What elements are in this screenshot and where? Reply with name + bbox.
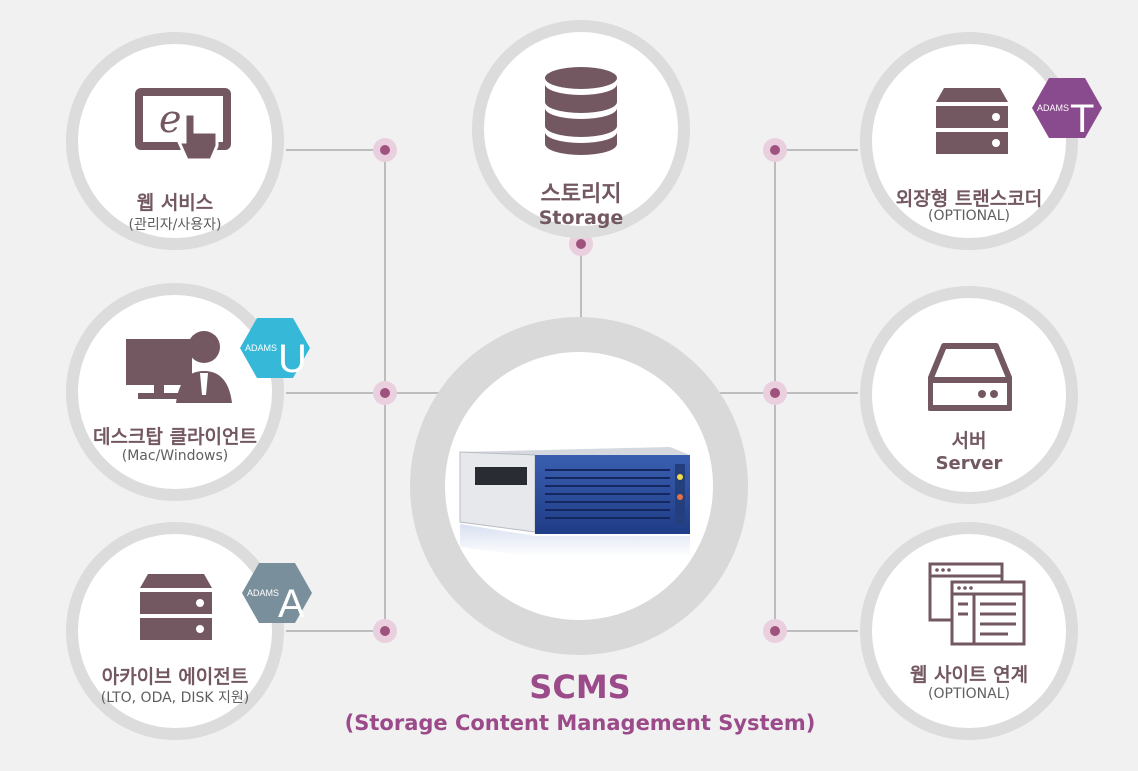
badge-brand: ADAMS: [245, 343, 277, 353]
browser-windows-icon: [928, 562, 1026, 646]
rack-server-image: [459, 447, 690, 557]
svg-text:e: e: [159, 97, 182, 141]
badge-brand: ADAMS: [1037, 103, 1069, 113]
server-stack-icon: [140, 574, 212, 640]
adams-u-badge: ADAMS U: [240, 318, 310, 380]
node-title: 외장형 트랜스코더: [895, 188, 1043, 210]
node-title: 스토리지: [540, 182, 622, 207]
node-subtitle: (OPTIONAL): [928, 686, 1010, 702]
node-subtitle: (Mac/Windows): [121, 448, 229, 464]
adams-t-badge: ADAMS T: [1032, 78, 1102, 140]
node-archive-agent: 아카이브 에이전트 (LTO, ODA, DISK 지원): [66, 522, 284, 740]
node-subtitle: Server: [935, 453, 1003, 474]
node-web-site: 웹 사이트 연계 (OPTIONAL): [860, 522, 1078, 740]
node-subtitle: Storage: [538, 207, 624, 229]
badge-letter: T: [1070, 97, 1094, 140]
adams-a-badge: ADAMS A: [242, 563, 312, 625]
node-transcoder: 외장형 트랜스코더 (OPTIONAL): [860, 32, 1078, 250]
node-server: 서버 Server: [860, 286, 1078, 504]
connector-dots: [373, 138, 787, 643]
database-icon: [545, 67, 617, 155]
scms-subtitle: (Storage Content Management System): [344, 711, 816, 735]
center-server-circle: [445, 352, 713, 620]
desktop-user-icon: [126, 331, 232, 403]
hard-drive-icon: [928, 343, 1012, 411]
node-title: 서버: [951, 430, 987, 452]
node-subtitle: (LTO, ODA, DISK 지원): [100, 690, 250, 706]
node-title: 데스크탑 클라이언트: [93, 426, 257, 448]
node-web-service: e 웹 서비스 (관리자/사용자): [66, 32, 284, 250]
node-subtitle: (OPTIONAL): [928, 208, 1010, 224]
scms-title: SCMS: [529, 668, 631, 706]
node-title: 웹 사이트 연계: [909, 664, 1029, 686]
node-title: 아카이브 에이전트: [101, 666, 249, 688]
badge-letter: U: [278, 337, 307, 380]
web-touch-icon: e: [135, 88, 231, 162]
badge-brand: ADAMS: [247, 588, 279, 598]
badge-letter: A: [278, 582, 305, 625]
server-stack-icon: [936, 88, 1008, 154]
node-subtitle: (관리자/사용자): [128, 217, 222, 233]
node-storage: 스토리지 Storage: [472, 20, 690, 238]
node-desktop-client: 데스크탑 클라이언트 (Mac/Windows): [66, 283, 284, 501]
node-title: 웹 서비스: [136, 192, 214, 214]
